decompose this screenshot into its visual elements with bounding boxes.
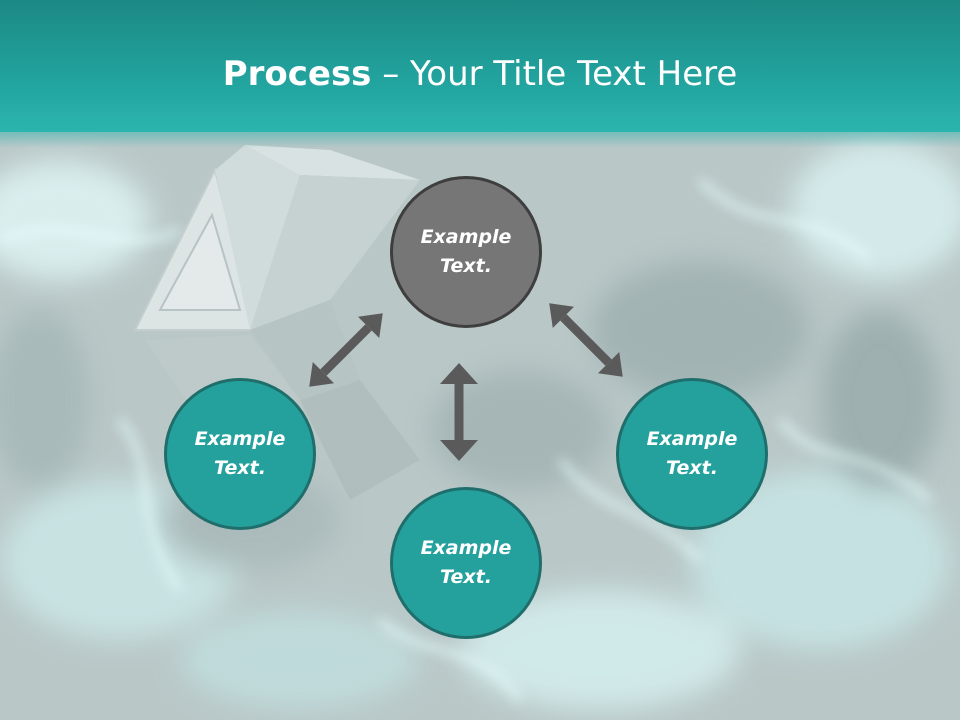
header-band	[0, 0, 960, 132]
node-top-line1: Example	[420, 226, 512, 248]
node-top: Example Text.	[390, 176, 542, 328]
node-left-line1: Example	[194, 428, 286, 450]
slide-title: Process – Your Title Text Here	[0, 52, 960, 96]
node-right: Example Text.	[616, 378, 768, 530]
node-right-line2: Text.	[666, 457, 718, 479]
title-bold-part: Process	[222, 54, 372, 94]
node-left-line2: Text.	[214, 457, 266, 479]
node-right-line1: Example	[646, 428, 738, 450]
node-top-line2: Text.	[440, 255, 492, 277]
node-bottom-line1: Example	[420, 537, 512, 559]
node-bottom: Example Text.	[390, 487, 542, 639]
arrow-vertical	[440, 363, 478, 461]
header-fade	[0, 118, 960, 148]
arrow-top-left	[309, 313, 383, 387]
node-bottom-line2: Text.	[440, 566, 492, 588]
node-left: Example Text.	[164, 378, 316, 530]
arrow-top-right	[549, 303, 623, 377]
title-rest-part: – Your Title Text Here	[371, 54, 738, 94]
